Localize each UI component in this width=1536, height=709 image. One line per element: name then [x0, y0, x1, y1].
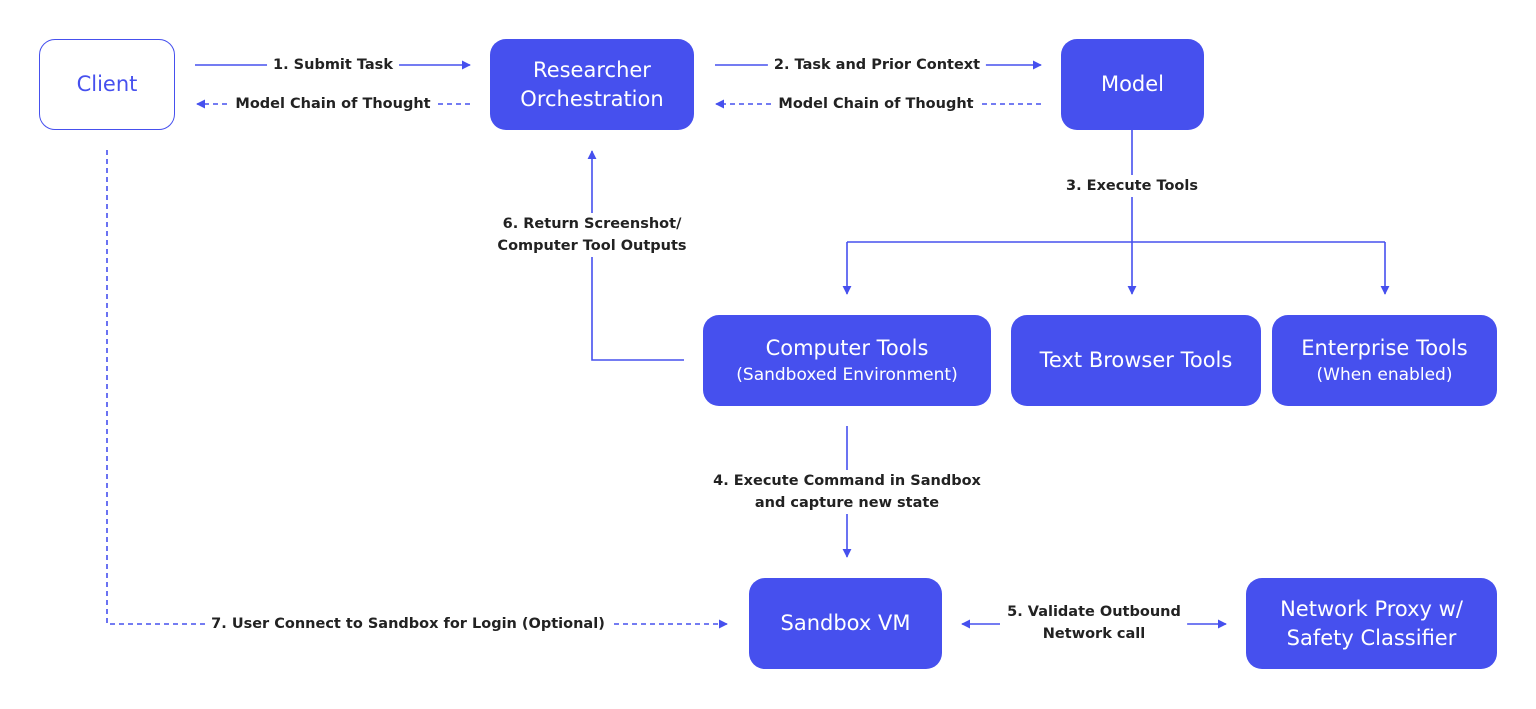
label-task-and-context: 2. Task and Prior Context — [767, 54, 987, 76]
client-node[interactable]: Client — [39, 39, 175, 130]
computer-tools-node[interactable]: Computer Tools (Sandboxed Environment) — [703, 315, 991, 406]
label-model-chain-of-thought: Model Chain of Thought — [772, 93, 980, 115]
enterprise-tools-node[interactable]: Enterprise Tools (When enabled) — [1272, 315, 1497, 406]
computer-tools-subtitle: (Sandboxed Environment) — [736, 365, 958, 385]
enterprise-tools-title: Enterprise Tools — [1301, 336, 1468, 360]
sandbox-vm-node[interactable]: Sandbox VM — [749, 578, 942, 669]
edge-user-connect — [106, 150, 728, 629]
client-label: Client — [76, 72, 138, 96]
label-execute-command-line1: 4. Execute Command in Sandbox — [713, 473, 981, 489]
label-submit-task: 1. Submit Task — [267, 54, 399, 76]
label-execute-command: 4. Execute Command in Sandbox and captur… — [707, 470, 987, 514]
researcher-label-line1: Researcher — [533, 57, 651, 82]
network-proxy-label-line1: Network Proxy w/ — [1280, 596, 1463, 621]
sandbox-vm-label: Sandbox VM — [780, 611, 911, 635]
model-label: Model — [1100, 72, 1165, 96]
computer-tools-title: Computer Tools — [765, 336, 929, 360]
label-return-screenshot: 6. Return Screenshot/ Computer Tool Outp… — [491, 213, 693, 257]
text-browser-tools-node[interactable]: Text Browser Tools — [1011, 315, 1261, 406]
label-client-chain-of-thought: Model Chain of Thought — [229, 93, 437, 115]
label-validate-outbound-line2: Network call — [1042, 626, 1146, 642]
researcher-orchestration-node[interactable]: Researcher Orchestration — [490, 39, 694, 130]
text-browser-tools-label: Text Browser Tools — [1039, 348, 1233, 372]
researcher-label-line2: Orchestration — [520, 86, 664, 111]
enterprise-tools-subtitle: (When enabled) — [1316, 365, 1453, 385]
label-validate-outbound-line1: 5. Validate Outbound — [1007, 604, 1181, 620]
label-execute-tools: 3. Execute Tools — [1060, 175, 1204, 197]
label-user-connect: 7. User Connect to Sandbox for Login (Op… — [205, 613, 611, 635]
network-proxy-label-line2: Safety Classifier — [1286, 625, 1457, 650]
network-proxy-node[interactable]: Network Proxy w/ Safety Classifier — [1246, 578, 1497, 669]
label-validate-outbound: 5. Validate Outbound Network call — [1001, 601, 1187, 645]
model-node[interactable]: Model — [1061, 39, 1204, 130]
label-return-screenshot-line2: Computer Tool Outputs — [497, 238, 687, 254]
label-execute-command-line2: and capture new state — [754, 495, 940, 511]
label-return-screenshot-line1: 6. Return Screenshot/ — [502, 216, 682, 232]
